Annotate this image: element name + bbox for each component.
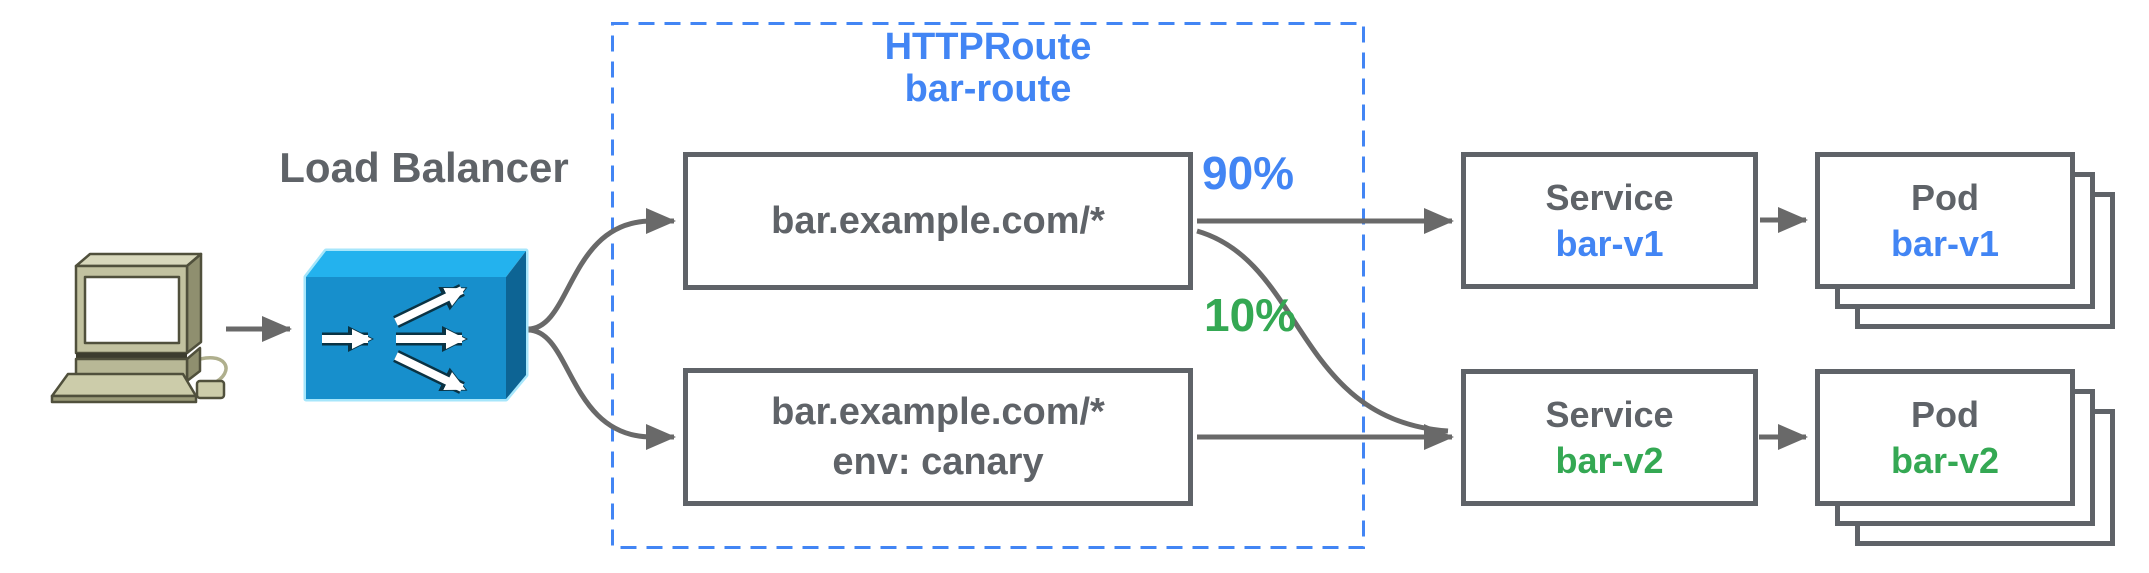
pod-kind: Pod: [1911, 176, 1979, 218]
service-box-bar-v2: Service bar-v2: [1461, 369, 1758, 506]
httproute-dashed-border: [611, 22, 1365, 549]
pod-name: bar-v2: [1890, 439, 2000, 481]
httproute-kind: HTTPRoute: [884, 26, 1092, 68]
service-name: bar-v1: [1555, 222, 1664, 264]
rule-match-host: bar.example.com/*: [771, 391, 1105, 433]
pod-name: bar-v1: [1890, 222, 2000, 264]
httproute-name: bar-route: [904, 68, 1072, 110]
load-balancer-icon: [303, 248, 529, 402]
pod-kind: Pod: [1911, 393, 1979, 435]
arrow-lb-to-rule2: [527, 327, 676, 450]
service-kind: Service: [1545, 393, 1674, 435]
arrow-rule1-to-service-v2-10pct: [1196, 228, 1449, 434]
pod-stack-bar-v1: Pod bar-v1: [1815, 152, 2115, 329]
pod-card-bar-v1: Pod bar-v1: [1815, 152, 2075, 289]
pod-card-bar-v2: Pod bar-v2: [1815, 369, 2075, 506]
rule-match-host: bar.example.com/*: [771, 200, 1105, 242]
httproute-title: HTTPRoute bar-route: [612, 26, 1364, 110]
desktop-computer-icon: [50, 252, 228, 404]
rule-box-primary: bar.example.com/*: [683, 152, 1193, 290]
rule-match-header: env: canary: [832, 441, 1044, 483]
arrow-lb-to-rule1: [527, 208, 676, 332]
pod-stack-bar-v2: Pod bar-v2: [1815, 369, 2115, 546]
load-balancer-label: Load Balancer: [279, 144, 569, 191]
service-box-bar-v1: Service bar-v1: [1461, 152, 1758, 289]
weight-90-label: 90%: [1202, 147, 1295, 199]
service-name: bar-v2: [1555, 439, 1664, 481]
rule-box-canary: bar.example.com/* env: canary: [683, 368, 1193, 506]
weight-10-label: 10%: [1204, 289, 1297, 341]
service-kind: Service: [1545, 176, 1674, 218]
